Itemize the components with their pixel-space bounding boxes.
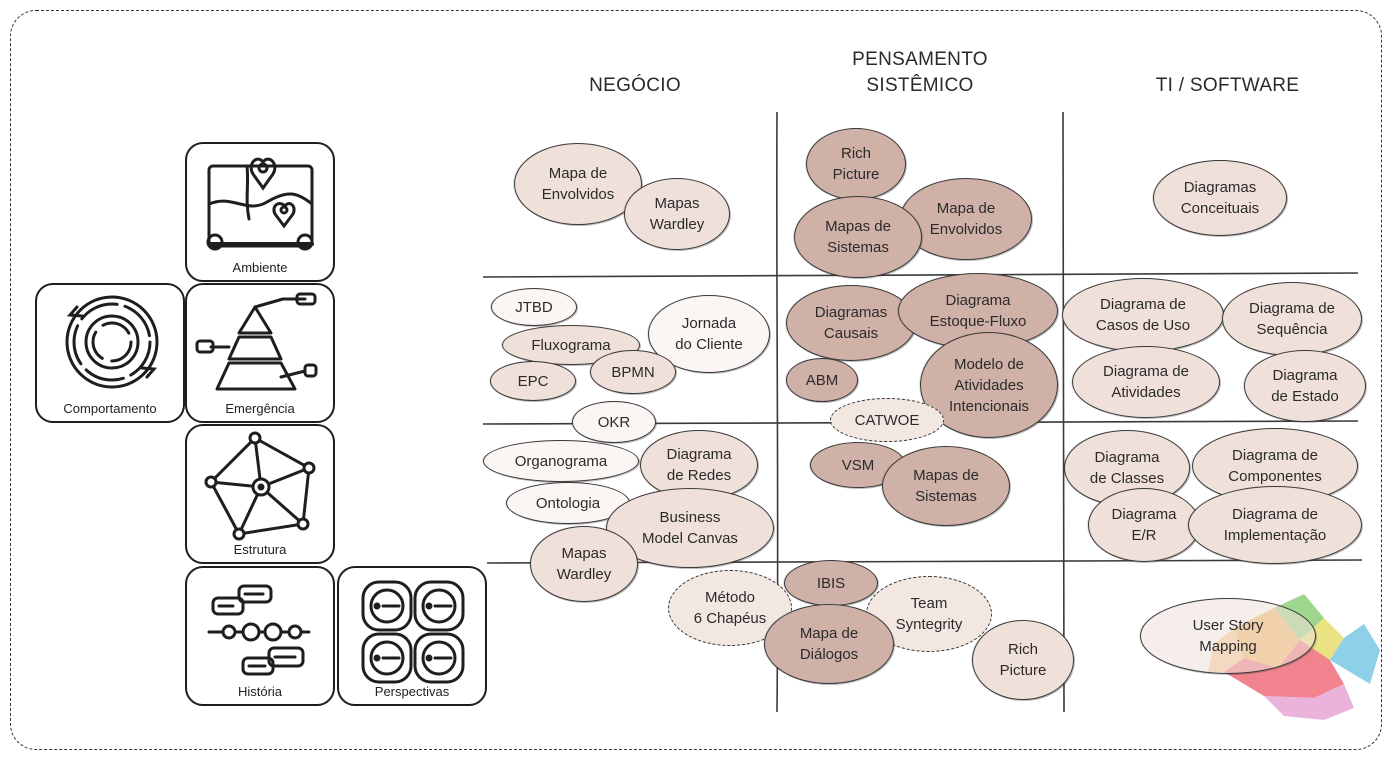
grid-line-horizontal-1: [482, 272, 1359, 278]
column-header-ti-software: TI / SOFTWARE: [1155, 75, 1300, 96]
bubble-okr: OKR: [572, 401, 656, 443]
tile-ambiente: Ambiente: [185, 142, 335, 282]
bubble-diagrama-de-estado: Diagrama de Estado: [1244, 350, 1366, 422]
bubble-abm: ABM: [786, 358, 858, 402]
tile-emergencia: Emergência: [185, 283, 335, 423]
grid-line-vertical-2: [1062, 111, 1065, 713]
bubble-mapas-wardley-bottom: Mapas Wardley: [530, 526, 638, 602]
bubble-diagrama-de-implementacao: Diagrama de Implementação: [1188, 486, 1362, 564]
network-icon: [204, 431, 316, 541]
dashed-frame: [10, 10, 1382, 750]
tile-comportamento: Comportamento: [35, 283, 185, 423]
bubble-epc: EPC: [490, 361, 576, 401]
tile-historia: História: [185, 566, 335, 706]
bubble-jtbd: JTBD: [491, 288, 577, 326]
bubble-diagramas-conceituais: Diagramas Conceituais: [1153, 160, 1287, 236]
column-header-pensamento-line2: SISTÊMICO: [866, 75, 974, 96]
pyramid-icon: [195, 292, 318, 391]
bubble-business-model-canvas: Business Model Canvas: [606, 488, 774, 568]
timeline-chat-icon: [207, 584, 311, 676]
cycle-arrows-icon: [65, 295, 159, 389]
tile-perspectivas: Perspectivas: [337, 566, 487, 706]
bubble-user-story-mapping: User Story Mapping: [1140, 598, 1316, 674]
bubble-mapas-de-sistemas-top: Mapas de Sistemas: [794, 196, 922, 278]
tile-label-historia: História: [237, 684, 283, 699]
column-header-pensamento-line1: PENSAMENTO: [852, 49, 988, 70]
bubble-mapas-wardley-top: Mapas Wardley: [624, 178, 730, 250]
tile-label-ambiente: Ambiente: [232, 260, 288, 275]
tile-estrutura: Estrutura: [185, 424, 335, 564]
column-header-negocio: NEGÓCIO: [589, 75, 681, 96]
four-eyes-icon: [361, 580, 465, 684]
bubble-diagrama-de-componentes: Diagrama de Componentes: [1192, 428, 1358, 504]
column-header-pensamento-sistemico: PENSAMENTO SISTÊMICO: [820, 48, 1020, 97]
bubble-diagrama-de-atividades: Diagrama de Atividades: [1072, 346, 1220, 418]
bubble-mapa-de-envolvidos-ps: Mapa de Envolvidos: [900, 178, 1032, 260]
bubble-rich-picture-bottom: Rich Picture: [972, 620, 1074, 700]
tile-label-comportamento: Comportamento: [63, 401, 157, 416]
bubble-diagrama-e-r: Diagrama E/R: [1088, 488, 1200, 562]
bubble-mapa-de-dialogos: Mapa de Diálogos: [764, 604, 894, 684]
tile-label-emergencia: Emergência: [225, 401, 295, 416]
bubble-organograma: Organograma: [483, 440, 639, 482]
bubble-mapas-de-sistemas-mid: Mapas de Sistemas: [882, 446, 1010, 526]
tile-label-estrutura: Estrutura: [233, 542, 287, 557]
bubble-diagrama-de-sequencia: Diagrama de Sequência: [1222, 282, 1362, 356]
tile-label-perspectivas: Perspectivas: [374, 684, 450, 699]
bubble-catwoe: CATWOE: [830, 398, 944, 442]
bubble-bpmn: BPMN: [590, 350, 676, 394]
bubble-diagramas-causais: Diagramas Causais: [786, 285, 916, 361]
bubble-mapa-de-envolvidos-negocio: Mapa de Envolvidos: [514, 143, 642, 225]
map-icon: [206, 157, 314, 251]
bubble-ibis: IBIS: [784, 560, 878, 606]
bubble-diagrama-casos-de-uso: Diagrama de Casos de Uso: [1062, 278, 1224, 352]
bubble-rich-picture-top: Rich Picture: [806, 128, 906, 200]
